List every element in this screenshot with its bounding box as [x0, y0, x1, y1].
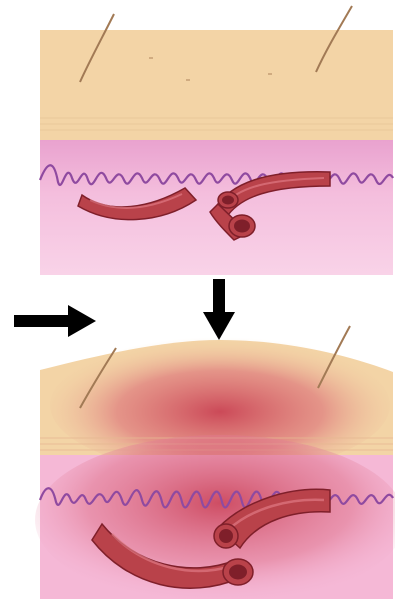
down-arrow-icon: [203, 279, 235, 340]
inflamed-skin-panel: [35, 326, 395, 599]
right-arrow-icon: [14, 305, 96, 337]
normal-skin-panel: [40, 6, 393, 275]
